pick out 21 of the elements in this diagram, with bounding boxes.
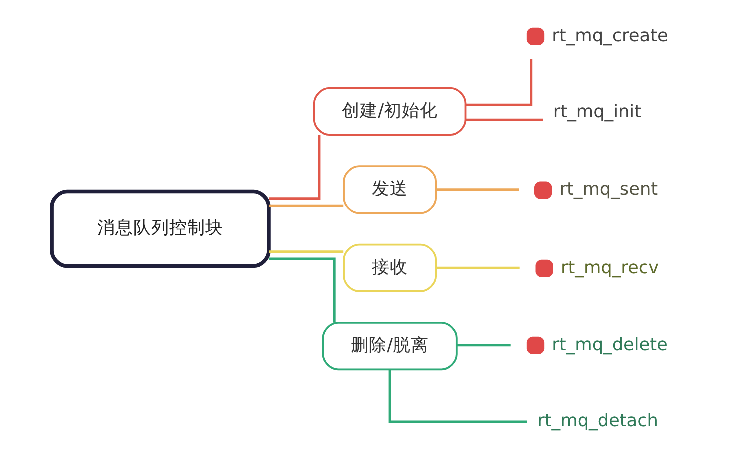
connector — [268, 250, 344, 254]
node-box: 接收 — [342, 244, 437, 292]
connector — [268, 204, 344, 208]
node-label: rt_mq_create — [552, 26, 668, 46]
connector — [436, 266, 520, 270]
node-text: rt_mq_detach — [537, 412, 658, 432]
connector — [436, 188, 519, 192]
node-label: rt_mq_sent — [559, 180, 658, 200]
connector — [466, 118, 543, 122]
node-box: 消息队列控制块 — [50, 190, 270, 268]
node-label: rt_mq_recv — [560, 258, 659, 278]
connector — [466, 59, 532, 106]
connector — [456, 344, 510, 347]
node-box: 发送 — [342, 166, 437, 214]
connector — [388, 370, 527, 424]
connector — [268, 135, 320, 200]
node-box: 创建/初始化 — [312, 87, 466, 136]
node-box: 删除/脱离 — [322, 322, 458, 371]
connector — [268, 258, 336, 323]
node-label: rt_mq_delete — [552, 335, 668, 356]
node-text: rt_mq_init — [552, 102, 642, 123]
